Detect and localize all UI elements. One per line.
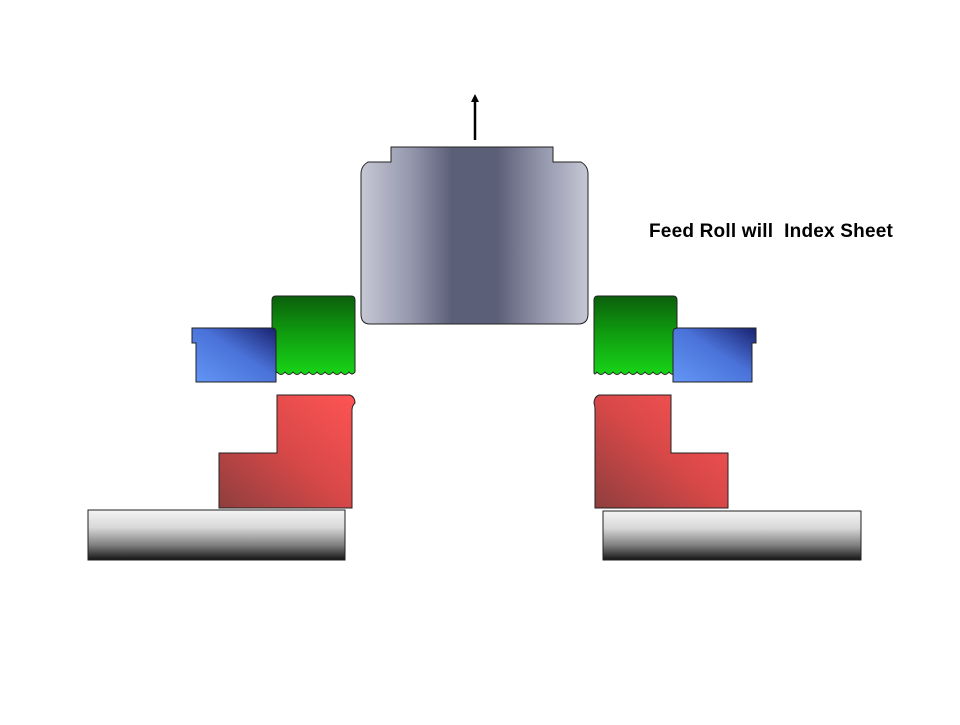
punch	[360, 146, 589, 325]
rail-right	[602, 510, 862, 561]
caption-feed-roll: Feed Roll will Index Sheet	[649, 221, 894, 242]
die-right	[593, 394, 729, 509]
pressure-pad-left	[271, 295, 356, 375]
die-left	[218, 394, 356, 509]
pressure-pad-right	[593, 295, 678, 375]
up-arrow-icon	[471, 94, 479, 140]
rail-left	[87, 509, 346, 561]
stripper-left	[191, 327, 277, 383]
stripper-right	[672, 327, 757, 383]
